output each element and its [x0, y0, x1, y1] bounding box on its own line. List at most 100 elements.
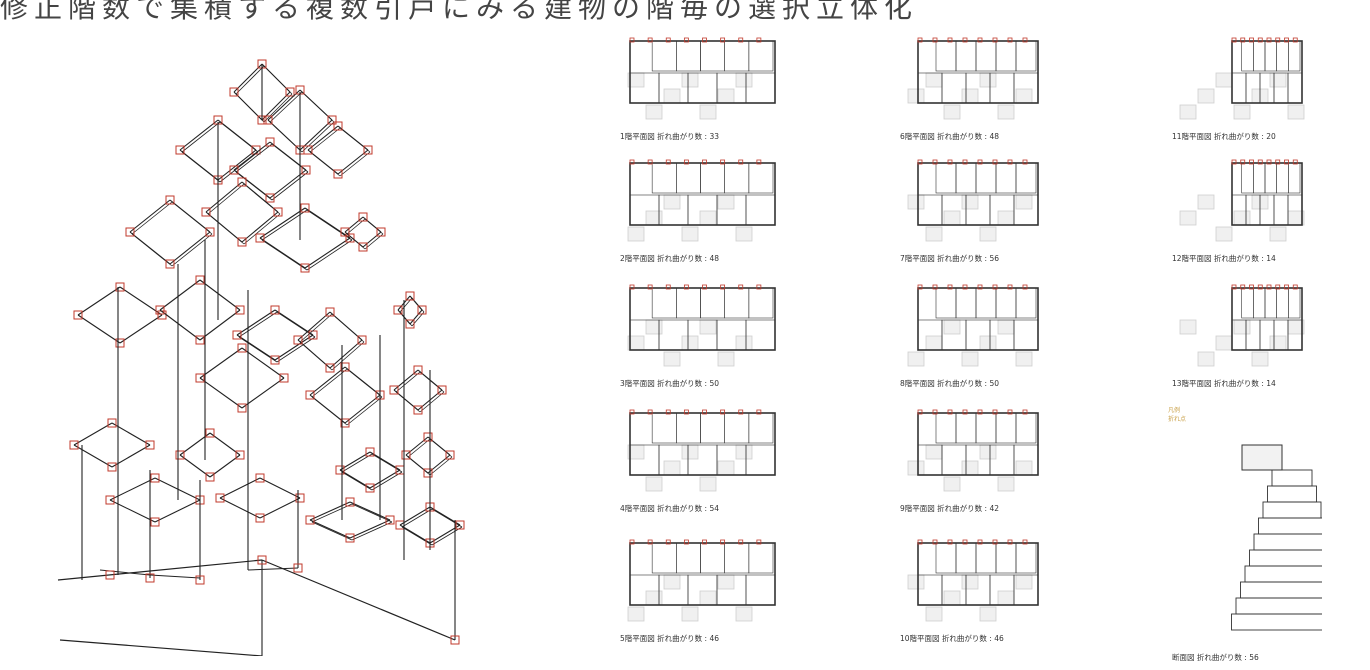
- plan-room: [935, 412, 957, 444]
- wireframe-edge: [299, 341, 333, 371]
- plan-bend-marker: [917, 539, 923, 545]
- plan-room: [1179, 104, 1197, 120]
- plan-room: [1179, 210, 1197, 226]
- plan-bend-marker: [1292, 159, 1298, 165]
- wireframe-edge: [233, 141, 271, 171]
- bend-point-marker: [405, 291, 415, 301]
- wireframe-edge: [399, 524, 431, 544]
- wireframe-edge: [346, 396, 383, 426]
- bend-point-marker: [357, 335, 367, 345]
- plan-room: [1269, 226, 1287, 242]
- caption-count: 54: [709, 504, 720, 513]
- plan-bend-marker: [1022, 539, 1028, 545]
- plan-bend-marker: [1275, 284, 1281, 290]
- plan-room: [1287, 104, 1305, 120]
- bend-point-marker: [73, 310, 83, 320]
- wireframe-edge: [299, 313, 333, 343]
- caption-floor: 6階平面図: [900, 132, 935, 141]
- wireframe-edge: [236, 309, 276, 336]
- plan-room: [681, 335, 699, 351]
- plan-bend-marker: [1249, 37, 1254, 43]
- plan-room: [1251, 351, 1269, 367]
- bend-point-marker: [263, 115, 273, 125]
- plan-room: [651, 542, 677, 574]
- bend-point-marker: [235, 305, 245, 315]
- plan-bend-marker: [738, 284, 744, 290]
- legend-note-2: 折れ点: [1168, 416, 1187, 423]
- plan-room: [699, 104, 717, 120]
- plan-bend-marker: [1266, 284, 1272, 290]
- plan-bend-marker: [1022, 159, 1028, 165]
- caption-floor: 13階平面図: [1172, 379, 1212, 388]
- plan-room: [748, 40, 774, 72]
- plan-bend-marker: [1240, 284, 1246, 290]
- floor-plan: 7階平面図 折れ曲がり数 : 56: [900, 155, 1060, 290]
- caption-label: 折れ曲がり数: [937, 132, 983, 141]
- plan-bend-marker: [1022, 409, 1028, 415]
- wireframe-edge: [205, 181, 243, 213]
- plan-bend-marker: [738, 159, 744, 165]
- plan-room: [1233, 319, 1251, 335]
- plan-room: [975, 40, 997, 72]
- bend-point-marker: [437, 385, 447, 395]
- plan-room: [943, 104, 961, 120]
- plan-room: [955, 40, 977, 72]
- wireframe-edge: [259, 477, 301, 499]
- plan-room: [735, 72, 753, 88]
- plan-room: [699, 476, 717, 492]
- plan-room: [955, 287, 977, 319]
- plan-room: [907, 460, 925, 476]
- plan-bend-marker: [917, 409, 923, 415]
- bend-point-marker: [413, 365, 423, 375]
- wireframe-edge: [59, 639, 263, 656]
- floor-plan: 5階平面図 折れ曲がり数 : 46: [620, 535, 780, 670]
- plan-bend-marker: [1275, 159, 1281, 165]
- plan-bend-marker: [738, 37, 744, 43]
- floor-plan-drawing: [627, 37, 776, 120]
- plan-bend-marker: [665, 409, 671, 415]
- plan-room: [995, 412, 1017, 444]
- plan-room: [1253, 533, 1322, 551]
- plan-bend-marker: [962, 284, 968, 290]
- plan-room: [663, 351, 681, 367]
- bend-point-marker: [389, 385, 399, 395]
- bend-point-marker: [165, 259, 175, 269]
- plan-room: [1269, 72, 1287, 88]
- bend-point-marker: [376, 227, 386, 237]
- plan-room: [961, 88, 979, 104]
- bend-point-marker: [165, 195, 175, 205]
- plan-room: [975, 412, 997, 444]
- bend-point-marker: [237, 343, 247, 353]
- plan-bend-marker: [977, 409, 983, 415]
- plan-room: [724, 542, 750, 574]
- plan-bend-marker: [1007, 159, 1013, 165]
- plan-room: [997, 590, 1015, 606]
- plan-room: [995, 542, 1017, 574]
- plan-room: [1231, 613, 1322, 631]
- bend-point-marker: [285, 87, 295, 97]
- plan-caption: 8階平面図 折れ曲がり数 : 50: [900, 379, 1000, 388]
- wireframe-edge: [329, 339, 363, 369]
- plan-room: [699, 319, 717, 335]
- plan-bend-marker: [683, 37, 689, 43]
- plan-room: [1276, 287, 1289, 319]
- bend-point-marker: [293, 335, 303, 345]
- plan-bend-marker: [1231, 159, 1237, 165]
- bend-point-marker: [232, 330, 242, 340]
- wireframe-edge: [261, 239, 308, 271]
- wireframe-edge: [73, 422, 113, 446]
- plan-room: [629, 287, 776, 351]
- plan-bend-marker: [947, 539, 953, 545]
- wireframe-edge: [405, 436, 429, 456]
- bend-point-marker: [393, 305, 403, 315]
- bend-point-marker: [335, 465, 345, 475]
- wireframe-edge: [419, 371, 445, 393]
- plan-room: [748, 542, 774, 574]
- bend-point-marker: [115, 338, 125, 348]
- bend-point-marker: [201, 207, 211, 217]
- plan-bend-marker: [1249, 284, 1254, 290]
- bend-point-marker: [229, 87, 239, 97]
- wireframe-edge: [301, 121, 335, 153]
- plan-bend-marker: [992, 409, 998, 415]
- caption-count: 33: [709, 132, 720, 141]
